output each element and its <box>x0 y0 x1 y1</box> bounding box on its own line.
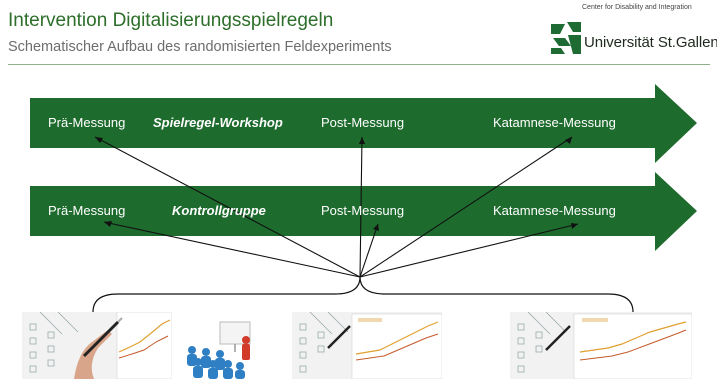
presentation-workshop-people-icon <box>180 318 272 379</box>
step-pre-measurement-1: Prä-Messung <box>48 115 126 130</box>
university-logo-icon <box>551 22 581 54</box>
step-post-measurement-1: Post-Messung <box>321 115 405 130</box>
step-catamnesis-measurement-2: Katamnese-Messung <box>493 203 616 218</box>
questionnaire-with-pen-and-chart-icon <box>22 312 172 379</box>
step-post-measurement-2: Post-Messung <box>321 203 405 218</box>
control-arrow <box>30 172 697 251</box>
step-pre-measurement-2: Prä-Messung <box>48 203 126 218</box>
header-divider <box>8 64 710 65</box>
step-catamnesis-measurement-1: Katamnese-Messung <box>493 115 616 130</box>
questionnaire-with-chart-icon-1 <box>292 312 442 379</box>
bracket <box>92 276 634 313</box>
center-label: Center for Disability and Integration <box>582 4 692 11</box>
university-name: Universität St.Gallen <box>584 34 717 51</box>
workshop-arrow <box>30 84 697 163</box>
page-subtitle: Schematischer Aufbau des randomisierten … <box>8 39 392 55</box>
page-title: Intervention Digitalisierungsspielregeln <box>8 10 334 31</box>
step-control-group: Kontrollgruppe <box>172 203 266 218</box>
step-workshop: Spielregel-Workshop <box>153 115 283 130</box>
questionnaire-with-chart-icon-2 <box>510 312 692 379</box>
